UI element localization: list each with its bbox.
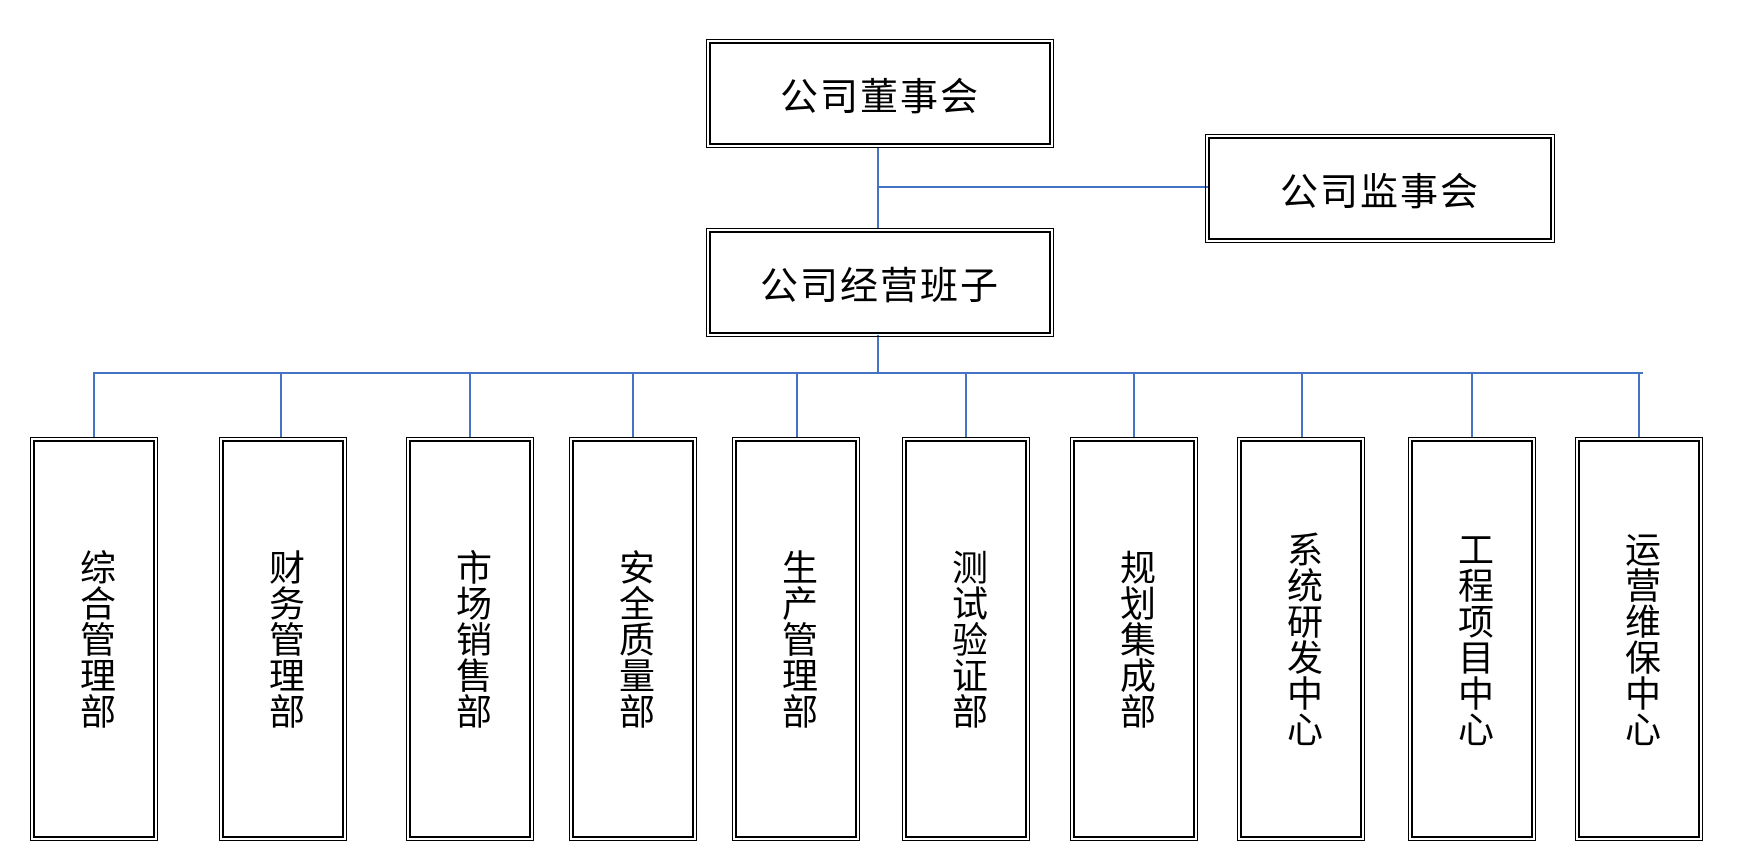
department-node: 测试验证部 <box>902 437 1030 841</box>
department-label: 测试验证部 <box>946 549 987 729</box>
department-node: 工程项目中心 <box>1408 437 1536 841</box>
connector-management-bus <box>877 335 879 373</box>
department-label: 财务管理部 <box>263 549 304 729</box>
connector-dept-8 <box>1301 372 1303 438</box>
department-node: 运营维保中心 <box>1575 437 1703 841</box>
department-label: 工程项目中心 <box>1452 531 1493 747</box>
board-node: 公司董事会 <box>706 39 1054 148</box>
board-label: 公司董事会 <box>779 75 980 119</box>
department-label: 安全质量部 <box>613 549 654 729</box>
supervisory-node: 公司监事会 <box>1205 134 1555 243</box>
department-label: 生产管理部 <box>776 549 817 729</box>
department-label: 系统研发中心 <box>1281 531 1322 747</box>
connector-dept-6 <box>965 372 967 438</box>
connector-department-bus <box>93 372 1643 374</box>
department-node: 生产管理部 <box>732 437 860 841</box>
connector-dept-7 <box>1133 372 1135 438</box>
department-label: 市场销售部 <box>450 549 491 729</box>
connector-supervisory <box>878 186 1208 188</box>
connector-dept-4 <box>632 372 634 438</box>
supervisory-label: 公司监事会 <box>1279 170 1480 214</box>
department-label: 规划集成部 <box>1114 549 1155 729</box>
department-node: 系统研发中心 <box>1237 437 1365 841</box>
department-node: 规划集成部 <box>1070 437 1198 841</box>
connector-dept-10 <box>1638 372 1640 438</box>
management-label: 公司经营班子 <box>759 264 1000 308</box>
connector-dept-2 <box>280 372 282 438</box>
management-node: 公司经营班子 <box>706 228 1054 337</box>
connector-board-management <box>877 147 879 229</box>
connector-dept-5 <box>796 372 798 438</box>
department-node: 市场销售部 <box>406 437 534 841</box>
department-label: 运营维保中心 <box>1619 531 1660 747</box>
connector-dept-1 <box>93 372 95 438</box>
department-node: 安全质量部 <box>569 437 697 841</box>
department-node: 财务管理部 <box>219 437 347 841</box>
department-label: 综合管理部 <box>74 549 115 729</box>
department-node: 综合管理部 <box>30 437 158 841</box>
connector-dept-9 <box>1471 372 1473 438</box>
connector-dept-3 <box>469 372 471 438</box>
